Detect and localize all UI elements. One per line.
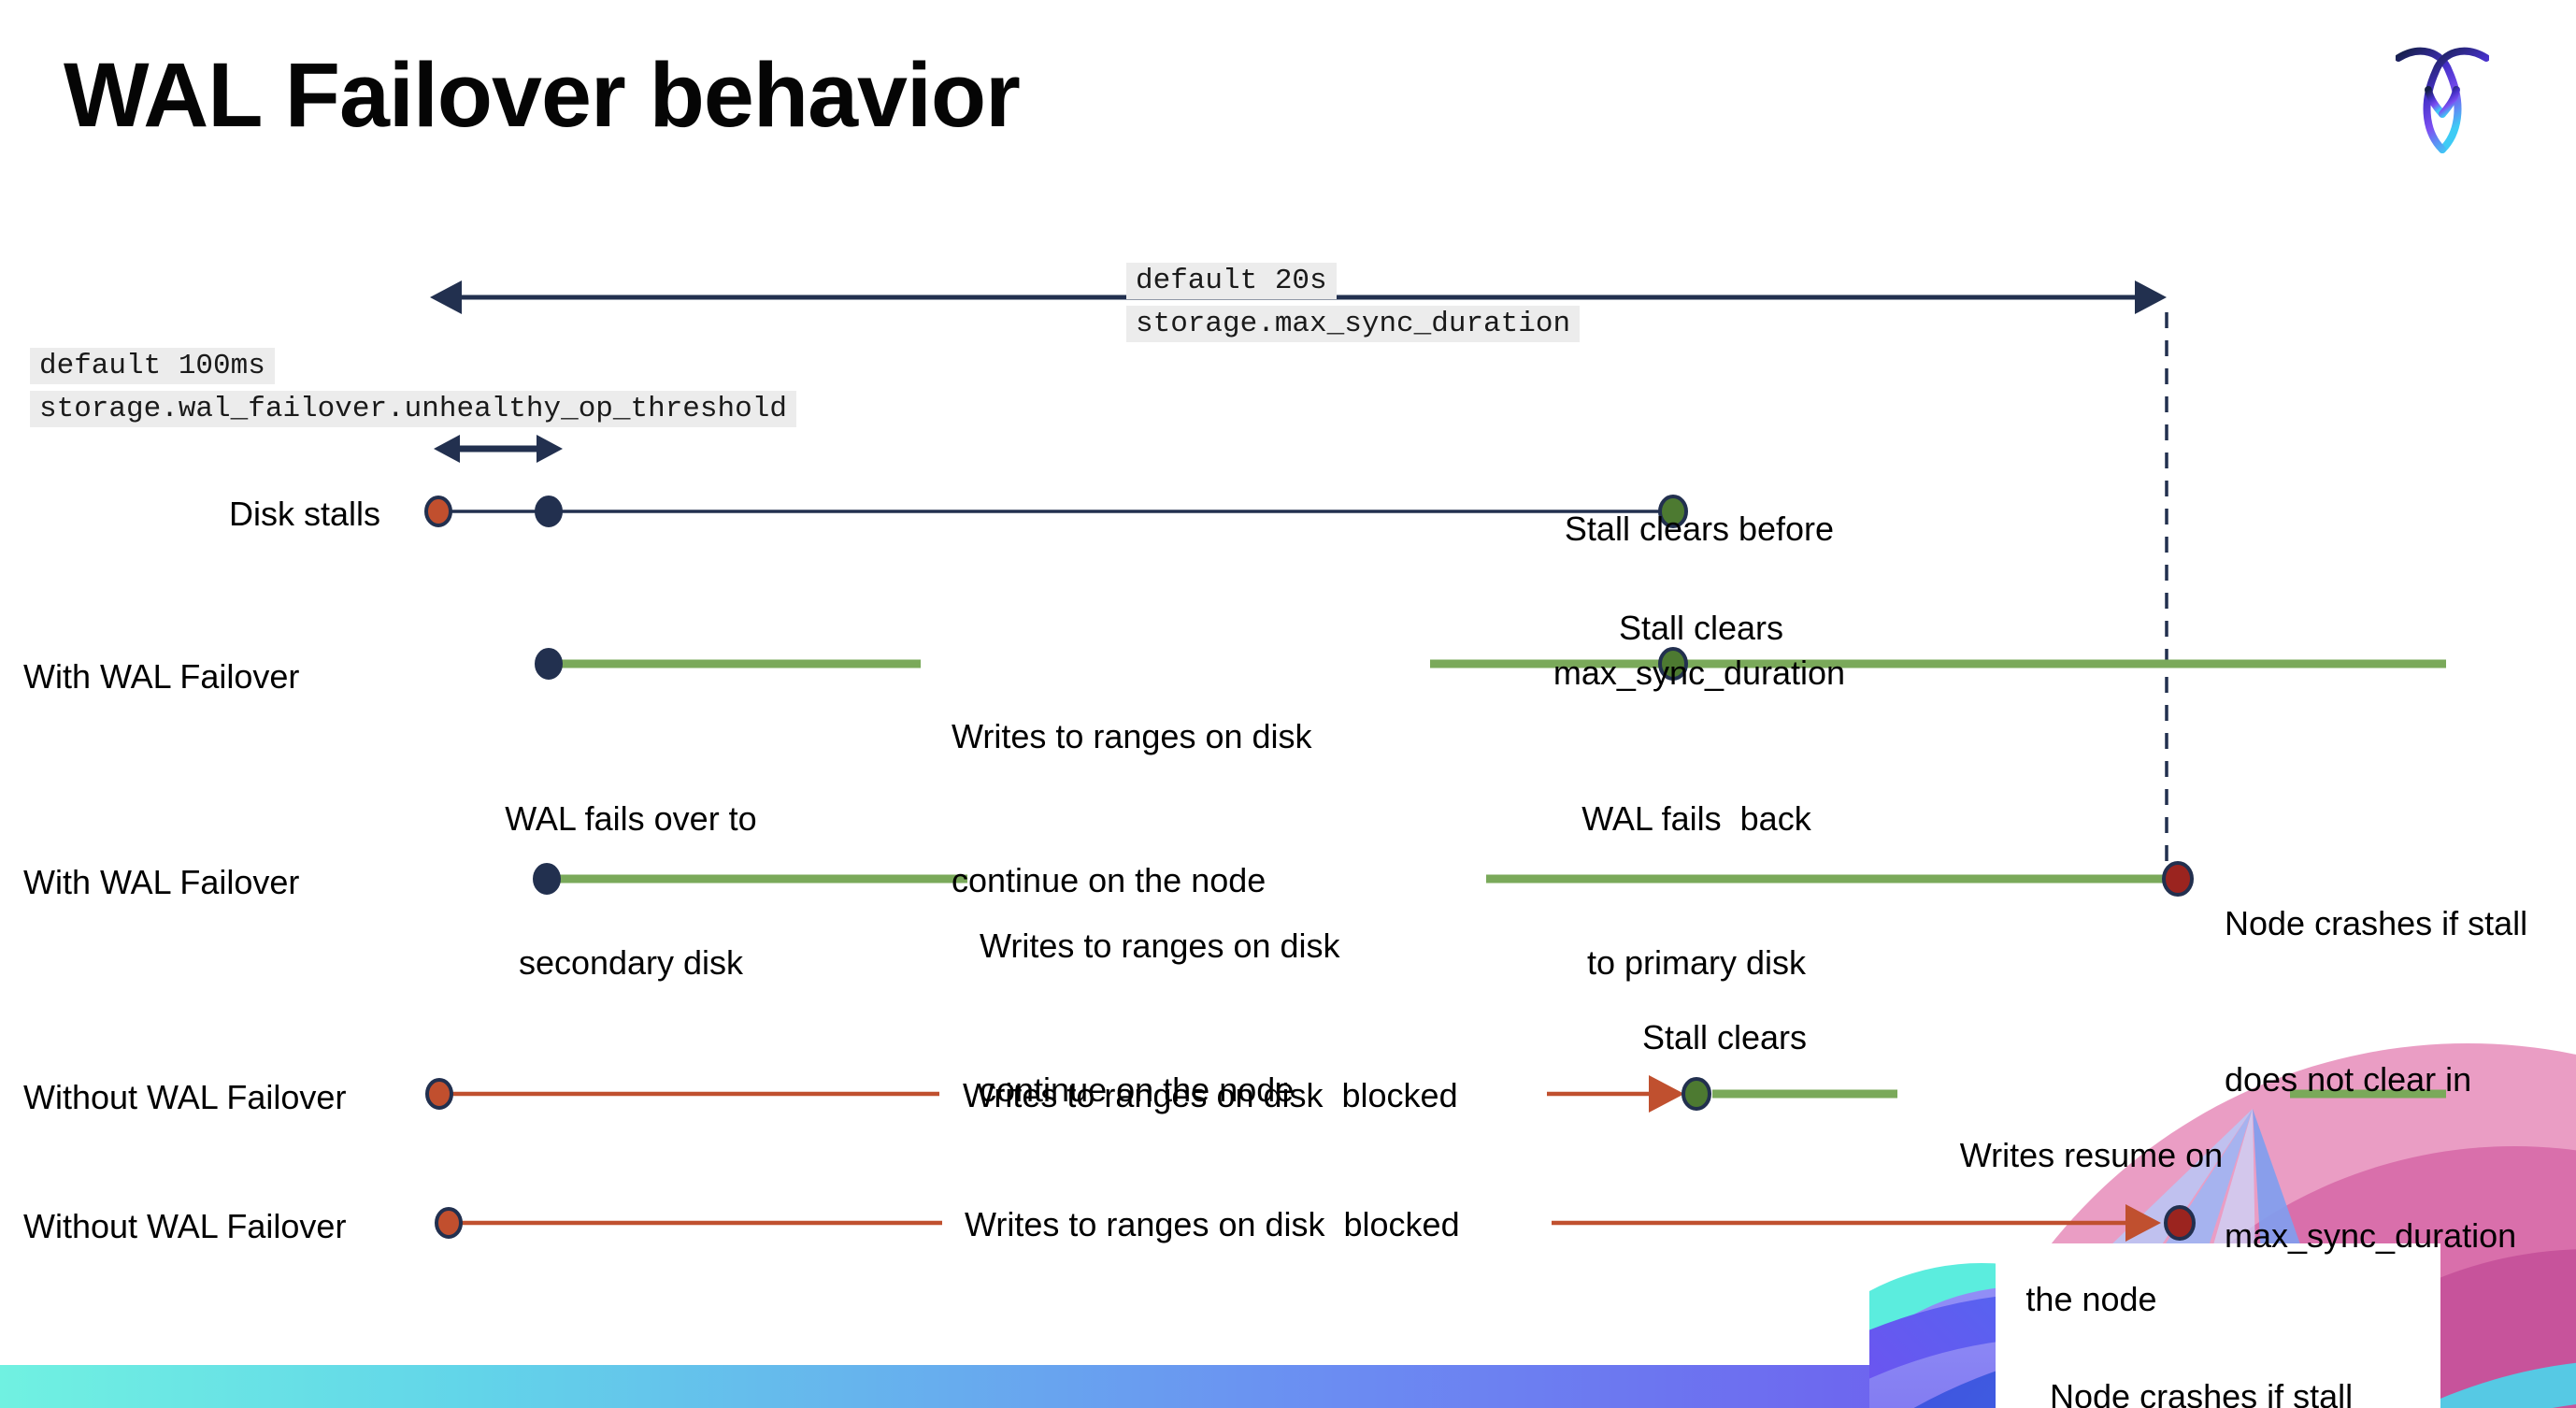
wal-fails-back-line2: to primary disk bbox=[1586, 942, 1807, 982]
unhealthy-op-threshold-arrow bbox=[434, 435, 563, 463]
stall-clears-label-2: Stall clears bbox=[1641, 1018, 1808, 1056]
writes-continue-2-line1: Writes to ranges on disk bbox=[980, 927, 1340, 966]
wal-fails-back-label: WAL fails back to primary disk bbox=[1510, 699, 1883, 1082]
writes-resume-line2: the node bbox=[2025, 1279, 2157, 1318]
crash-dot-row3 bbox=[2162, 861, 2194, 897]
node-crashes-label-1: Node crashes if stall does not clear in … bbox=[2225, 793, 2572, 1367]
row-label-disk-stalls: Disk stalls bbox=[229, 495, 381, 533]
stall-clears-before-label: Stall clears before max_sync_duration bbox=[1512, 409, 1886, 792]
writes-resume-line1: Writes resume on bbox=[1959, 1136, 2224, 1175]
unhealthy-op-threshold-setting-name: storage.wal_failover.unhealthy_op_thresh… bbox=[30, 391, 796, 427]
failover-dot-row2 bbox=[535, 648, 563, 680]
wal-fails-over-label: WAL fails over to secondary disk bbox=[444, 699, 818, 1082]
max-sync-duration-default-label: default 20s bbox=[1126, 263, 1337, 299]
wal-fails-over-line1: WAL fails over to bbox=[505, 799, 757, 839]
stall-clears-dot-row4 bbox=[1682, 1077, 1711, 1111]
stall-clears-before-line1: Stall clears before bbox=[1564, 510, 1835, 549]
writes-blocked-label-1: Writes to ranges on disk blocked bbox=[963, 1076, 1458, 1114]
node-crashes-1-line1: Node crashes if stall bbox=[2225, 903, 2528, 942]
writes-continue-1-line1: Writes to ranges on disk bbox=[952, 717, 1312, 756]
stall-start-dot-row5 bbox=[435, 1207, 463, 1239]
row-label-with-wal-failover-2: With WAL Failover bbox=[23, 863, 300, 901]
cockroachdb-logo-icon bbox=[2396, 47, 2489, 153]
row-label-without-wal-failover-1: Without WAL Failover bbox=[23, 1078, 347, 1116]
writes-continue-1-line2: continue on the node bbox=[952, 860, 1267, 899]
row-label-with-wal-failover-1: With WAL Failover bbox=[23, 657, 300, 696]
stall-start-dot bbox=[424, 496, 452, 527]
writes-continue-label-2: Writes to ranges on disk continue on the… bbox=[980, 826, 1340, 1209]
arrowhead-right-icon bbox=[2135, 280, 2167, 314]
node-crashes-1-line2: does not clear in bbox=[2225, 1059, 2472, 1099]
unhealthy-op-threshold-default-label: default 100ms bbox=[30, 348, 275, 384]
node-crashes-1-line3: max_sync_duration bbox=[2225, 1216, 2517, 1256]
arrowhead-left-icon bbox=[430, 280, 462, 314]
page-title: WAL Failover behavior bbox=[64, 44, 1021, 146]
stall-start-dot-row4 bbox=[425, 1078, 453, 1110]
wal-fails-over-line2: secondary disk bbox=[518, 942, 744, 982]
max-sync-duration-setting-name: storage.max_sync_duration bbox=[1126, 306, 1581, 342]
writes-blocked-label-2: Writes to ranges on disk blocked bbox=[965, 1205, 1460, 1243]
row-label-without-wal-failover-2: Without WAL Failover bbox=[23, 1207, 347, 1245]
wal-fails-back-line1: WAL fails back bbox=[1581, 799, 1811, 839]
writes-continue-2-line2: continue on the node bbox=[980, 1070, 1295, 1109]
stall-clears-label-1: Stall clears bbox=[1618, 609, 1784, 647]
stall-clears-before-line2: max_sync_duration bbox=[1553, 653, 1846, 692]
writes-continue-label-1: Writes to ranges on disk continue on the… bbox=[952, 617, 1312, 999]
writes-resume-label: Writes resume on the node bbox=[1925, 1036, 2257, 1408]
threshold-dot bbox=[535, 496, 563, 527]
